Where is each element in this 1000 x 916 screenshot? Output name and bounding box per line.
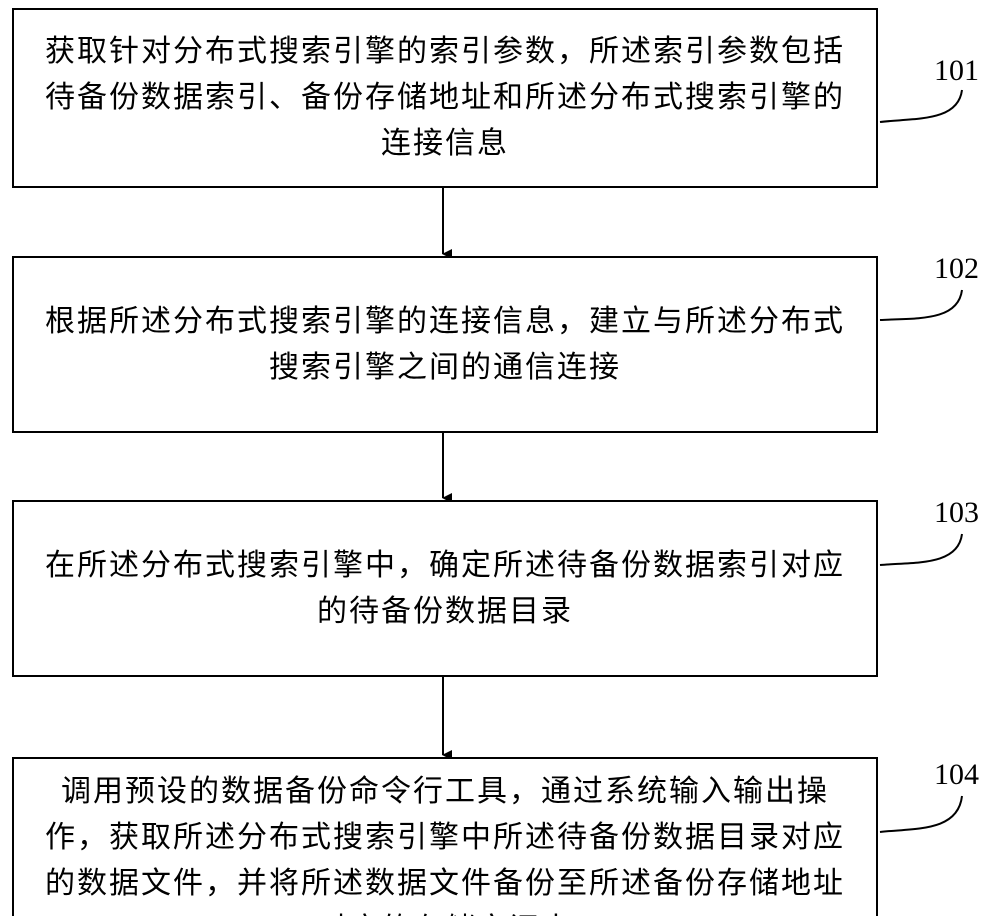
step-box-102: 根据所述分布式搜索引擎的连接信息，建立与所述分布式搜索引擎之间的通信连接 bbox=[12, 256, 878, 433]
step-box-103: 在所述分布式搜索引擎中，确定所述待备份数据索引对应的待备份数据目录 bbox=[12, 500, 878, 677]
leader-line-103 bbox=[879, 533, 963, 566]
step-label-104: 104 bbox=[934, 758, 979, 791]
leader-line-102 bbox=[879, 289, 963, 321]
step-label-103: 103 bbox=[934, 496, 979, 529]
step-text-101: 获取针对分布式搜索引擎的索引参数，所述索引参数包括待备份数据索引、备份存储地址和… bbox=[45, 34, 845, 161]
leader-line-101 bbox=[879, 89, 963, 123]
step-label-101: 101 bbox=[934, 54, 979, 87]
leader-line-104 bbox=[879, 795, 963, 833]
step-text-104: 调用预设的数据备份命令行工具，通过系统输入输出操作，获取所述分布式搜索引擎中所述… bbox=[45, 774, 845, 916]
step-label-102: 102 bbox=[934, 252, 979, 285]
step-text-103: 在所述分布式搜索引擎中，确定所述待备份数据索引对应的待备份数据目录 bbox=[45, 547, 845, 629]
step-text-102: 根据所述分布式搜索引擎的连接信息，建立与所述分布式搜索引擎之间的通信连接 bbox=[45, 303, 845, 385]
step-box-104: 调用预设的数据备份命令行工具，通过系统输入输出操作，获取所述分布式搜索引擎中所述… bbox=[12, 757, 878, 916]
step-box-101: 获取针对分布式搜索引擎的索引参数，所述索引参数包括待备份数据索引、备份存储地址和… bbox=[12, 8, 878, 188]
